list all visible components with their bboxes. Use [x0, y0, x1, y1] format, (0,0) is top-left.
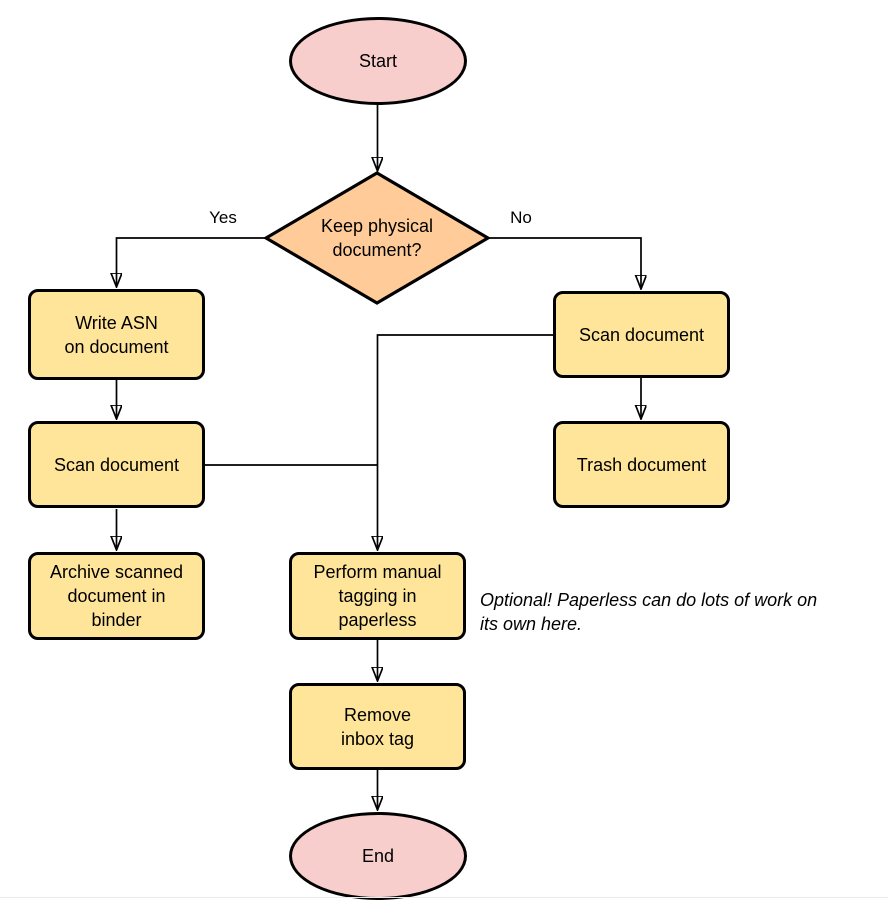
- node-scan-document-left: Scan document: [28, 421, 205, 508]
- node-write-asn-on-document: Write ASN on document: [28, 289, 205, 380]
- edge-label-yes: Yes: [196, 208, 250, 228]
- node-archive-scanned-document: Archive scanned document in binder: [28, 552, 205, 640]
- page-bottom-divider: [0, 897, 888, 898]
- node-scan-right-label: Scan document: [578, 324, 705, 345]
- node-archive-label: Archive scanned document in binder: [49, 562, 184, 630]
- node-write-asn-label: Write ASN on document: [64, 312, 169, 357]
- node-trash-label: Trash document: [576, 454, 707, 475]
- edge-decision-yes-to-write-asn: [117, 237, 265, 286]
- diamond-shape: [264, 171, 490, 305]
- node-decision-keep-physical-document: Keep physical document?: [264, 171, 490, 305]
- node-scan-left-label: Scan document: [53, 454, 180, 475]
- edge-decision-no-to-scan-right: [489, 237, 641, 288]
- node-start: Start: [289, 17, 467, 105]
- node-end-label: End: [361, 846, 395, 866]
- node-start-label: Start: [358, 51, 397, 71]
- node-tagging-label: Perform manual tagging in paperless: [313, 562, 442, 630]
- node-decision-label: Keep physical document?: [320, 216, 434, 260]
- edge-scan-right-to-tagging: [378, 334, 553, 549]
- node-perform-manual-tagging: Perform manual tagging in paperless: [289, 552, 466, 640]
- node-scan-document-right: Scan document: [553, 291, 730, 378]
- node-remove-inbox-label: Remove inbox tag: [340, 704, 415, 749]
- edge-label-no: No: [494, 208, 548, 228]
- node-end: End: [289, 812, 467, 900]
- node-trash-document: Trash document: [553, 421, 730, 508]
- node-remove-inbox-tag: Remove inbox tag: [289, 683, 466, 770]
- optional-note-text: Optional! Paperless can do lots of work …: [480, 590, 818, 634]
